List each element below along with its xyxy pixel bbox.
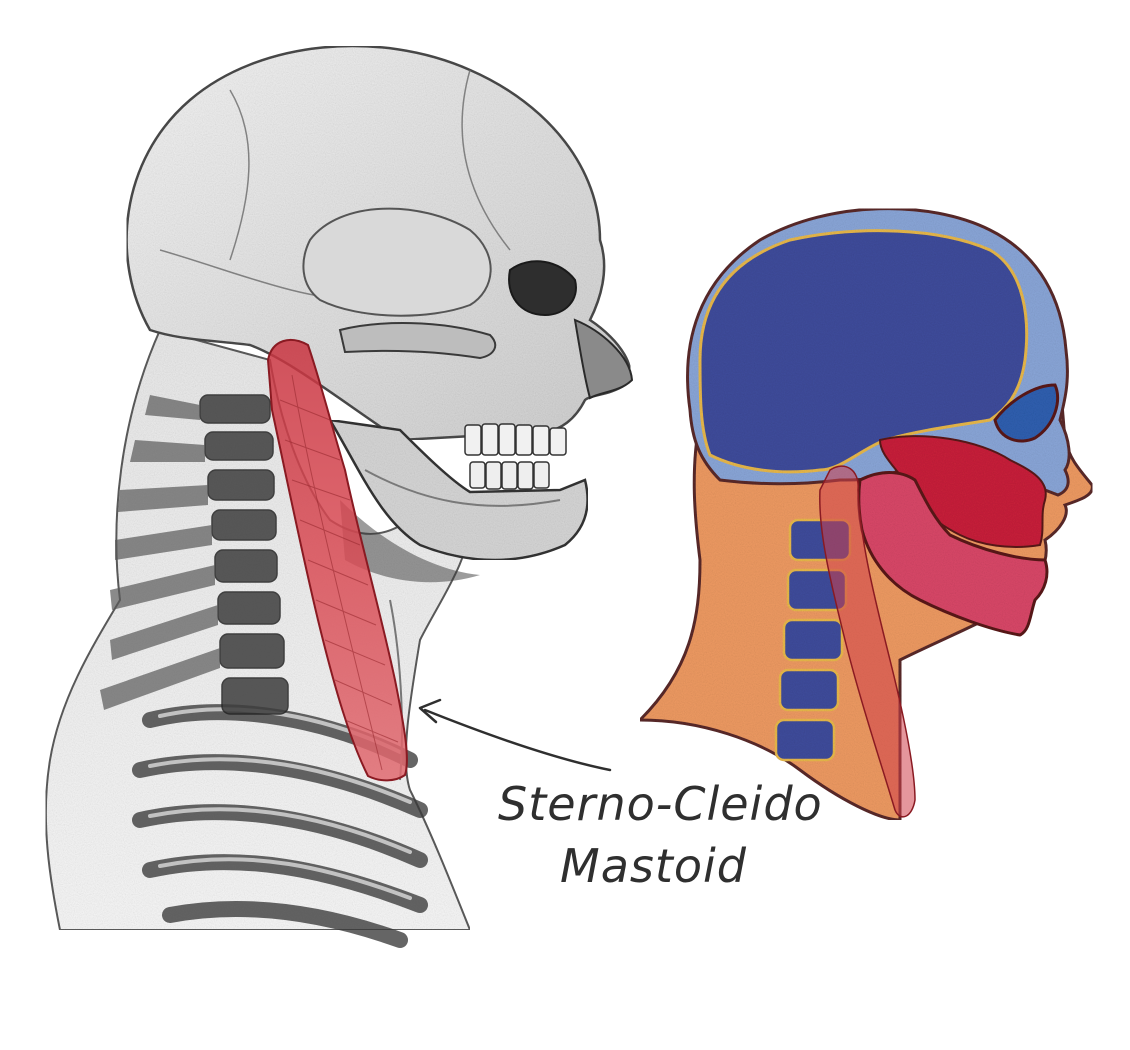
annotation: Sterno-Cleido Mastoid	[418, 698, 823, 893]
eye-socket	[508, 260, 577, 317]
label-line-2: Mastoid	[560, 839, 747, 893]
arrow-head-icon	[418, 698, 442, 724]
cervical-spine	[199, 394, 289, 715]
section-sternocleidomastoid-muscle	[819, 465, 916, 818]
nasal-bone	[573, 318, 634, 400]
annotation-arrow	[423, 708, 612, 772]
zygomatic-arch	[338, 322, 497, 360]
label-line-1: Sterno-Cleido	[498, 777, 823, 831]
eye-region	[993, 383, 1060, 443]
upper-teeth	[464, 423, 567, 456]
pencil-skeleton-figure	[44, 44, 634, 948]
temporal-fossa	[302, 207, 492, 317]
mandible	[327, 418, 589, 562]
colored-head-section	[636, 207, 1094, 822]
sternocleidomastoid-muscle	[266, 339, 408, 782]
jaw-region	[857, 471, 1049, 637]
section-vertebrae	[774, 518, 852, 762]
lower-teeth	[469, 461, 550, 490]
